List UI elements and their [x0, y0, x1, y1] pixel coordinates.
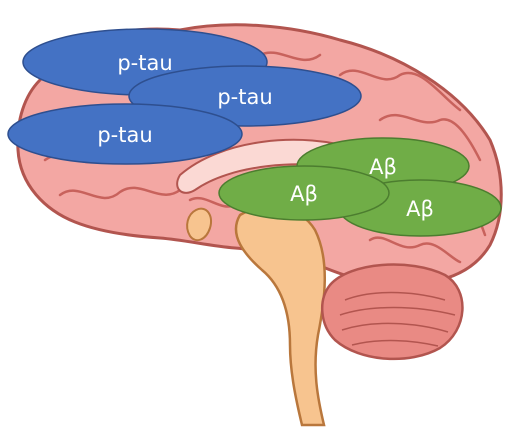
tau-label-2: p-tau [217, 85, 272, 109]
cerebellum [322, 265, 462, 359]
abeta-label-2: Aβ [290, 182, 318, 206]
abeta-label-3: Aβ [406, 197, 434, 221]
abeta-marker-2: Aβ [219, 166, 389, 220]
tau-label-1: p-tau [117, 51, 172, 75]
tau-marker-3: p-tau [8, 104, 242, 164]
brain-stem [236, 207, 325, 425]
tau-label-3: p-tau [97, 123, 152, 147]
abeta-label-1: Aβ [369, 155, 397, 179]
